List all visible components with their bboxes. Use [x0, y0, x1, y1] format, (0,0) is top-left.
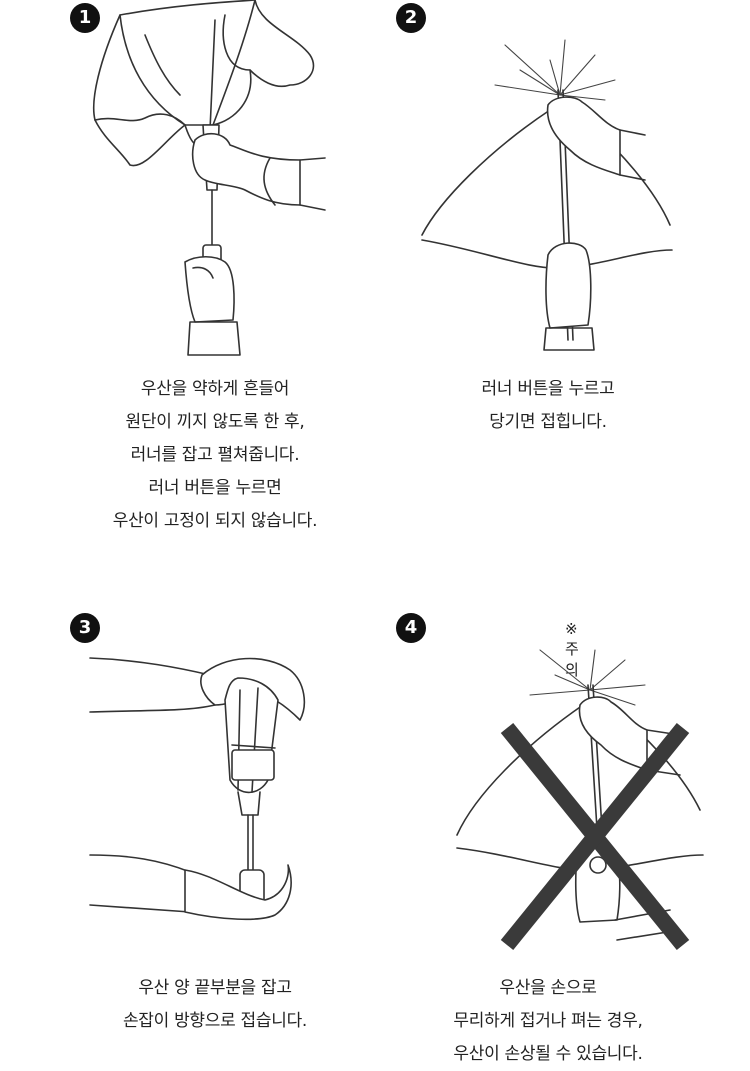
step-caption: 우산을 손으로 무리하게 접거나 펴는 경우, 우산이 손상될 수 있습니다. — [418, 972, 678, 1071]
caption-line: 원단이 끼지 않도록 한 후, — [125, 412, 305, 432]
step-caption: 우산 양 끝부분을 잡고 손잡이 방향으로 접습니다. — [50, 972, 380, 1038]
caption-line: 우산이 고정이 되지 않습니다. — [112, 511, 318, 531]
step-number-badge: 1 — [70, 3, 100, 33]
caption-line: 손잡이 방향으로 접습니다. — [122, 1011, 308, 1031]
caution-note: ※ 주의 — [565, 620, 579, 679]
umbrella-forced-fold-warning-icon — [456, 649, 704, 951]
step-number-badge: 3 — [70, 613, 100, 643]
step-caption: 우산을 약하게 흔들어 원단이 끼지 않도록 한 후, 러너를 잡고 펼쳐줍니다… — [50, 373, 380, 538]
caption-line: 러너를 잡고 펼쳐줍니다. — [130, 445, 300, 465]
caption-line: 우산이 손상될 수 있습니다. — [453, 1044, 643, 1064]
caption-line: 러너 버튼을 누르면 — [148, 478, 282, 498]
umbrella-fold-icon — [89, 657, 306, 921]
step-caption: 러너 버튼을 누르고 당기면 접힙니다. — [418, 373, 678, 439]
caption-line: 우산을 약하게 흔들어 — [140, 379, 290, 399]
umbrella-shake-icon — [92, 0, 326, 356]
caption-line: 우산을 손으로 — [499, 978, 597, 998]
step-number-badge: 2 — [396, 3, 426, 33]
step-number-badge: 4 — [396, 613, 426, 643]
umbrella-runner-pull-icon — [421, 39, 673, 351]
caption-line: 우산 양 끝부분을 잡고 — [138, 978, 292, 998]
caption-line: 당기면 접힙니다. — [489, 412, 607, 432]
caption-line: 러너 버튼을 누르고 — [481, 379, 615, 399]
caption-line: 무리하게 접거나 펴는 경우, — [453, 1011, 643, 1031]
